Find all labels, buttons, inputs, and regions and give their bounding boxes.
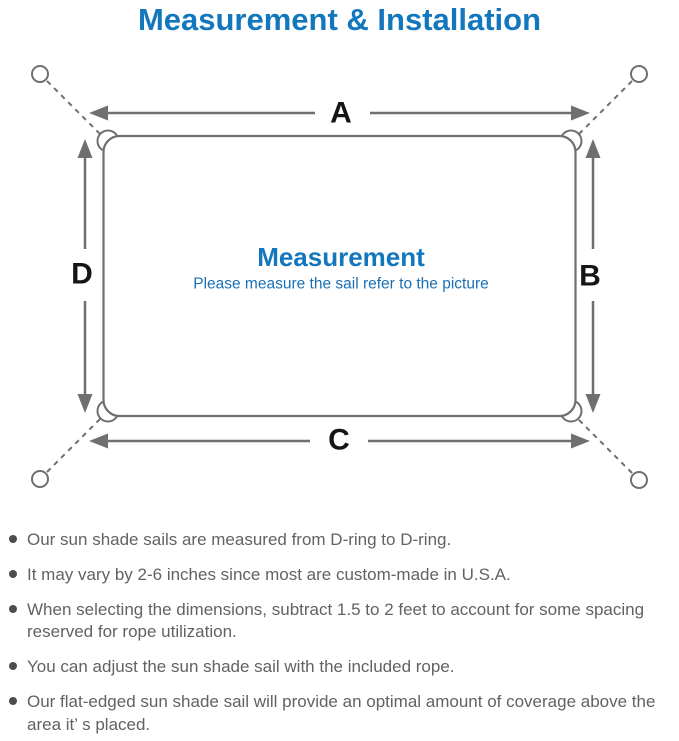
bullet-icon [9, 570, 17, 579]
note-text: It may vary by 2-6 inches since most are… [27, 565, 511, 585]
diagram-center-subtitle: Please measure the sail refer to the pic… [193, 276, 489, 293]
dimension-label-c: C [328, 424, 350, 457]
note-text: When selecting the dimensions, subtract … [27, 600, 645, 642]
dimension-arrow-d: D [71, 139, 93, 413]
sail-diagram-svg: A C D B Measurement Please meas [31, 65, 648, 489]
list-item: Our sun shade sails are measured from D-… [9, 529, 667, 551]
anchor-ring-icon-bottom-left [31, 470, 49, 488]
arrowhead-down-icon [77, 394, 93, 413]
tie-line-top-right [574, 80, 633, 139]
anchor-ring-icon-top-left [31, 65, 49, 83]
arrowhead-up-icon [585, 139, 601, 158]
dimension-label-d: D [71, 258, 93, 291]
tie-line-top-left [46, 80, 105, 139]
list-item: When selecting the dimensions, subtract … [9, 599, 667, 643]
arrowhead-up-icon [77, 139, 93, 158]
arrowhead-left-icon [89, 433, 108, 449]
bullet-icon [9, 697, 17, 706]
anchor-ring-icon-bottom-right [630, 471, 648, 489]
note-text: Our flat-edged sun shade sail will provi… [27, 692, 656, 734]
arrowhead-right-icon [571, 105, 590, 121]
arrowhead-right-icon [571, 433, 590, 449]
tie-line-bottom-left [46, 414, 105, 473]
arrowhead-down-icon [585, 394, 601, 413]
note-text: Our sun shade sails are measured from D-… [27, 530, 452, 549]
list-item: You can adjust the sun shade sail with t… [9, 656, 667, 678]
bullet-icon [9, 605, 17, 614]
tie-line-bottom-right [574, 415, 633, 474]
list-item: Our flat-edged sun shade sail will provi… [9, 691, 667, 735]
list-item: It may vary by 2-6 inches since most are… [9, 564, 667, 586]
dimension-arrow-c: C [89, 424, 590, 457]
measurement-diagram: A C D B Measurement Please meas [0, 51, 679, 506]
diagram-center-heading: Measurement [257, 242, 425, 272]
page-title: Measurement & Installation [137, 2, 542, 37]
dimension-label-b: B [579, 260, 601, 293]
notes-list: Our sun shade sails are measured from D-… [0, 529, 679, 736]
dimension-arrow-a: A [89, 97, 590, 130]
sail-outline [102, 134, 577, 418]
dimension-label-a: A [330, 97, 352, 130]
note-text: You can adjust the sun shade sail with t… [27, 657, 455, 677]
bullet-icon [9, 535, 17, 543]
bullet-icon [9, 662, 17, 671]
anchor-ring-icon-top-right [630, 65, 648, 83]
arrowhead-left-icon [89, 105, 108, 121]
dimension-arrow-b: B [579, 139, 601, 413]
